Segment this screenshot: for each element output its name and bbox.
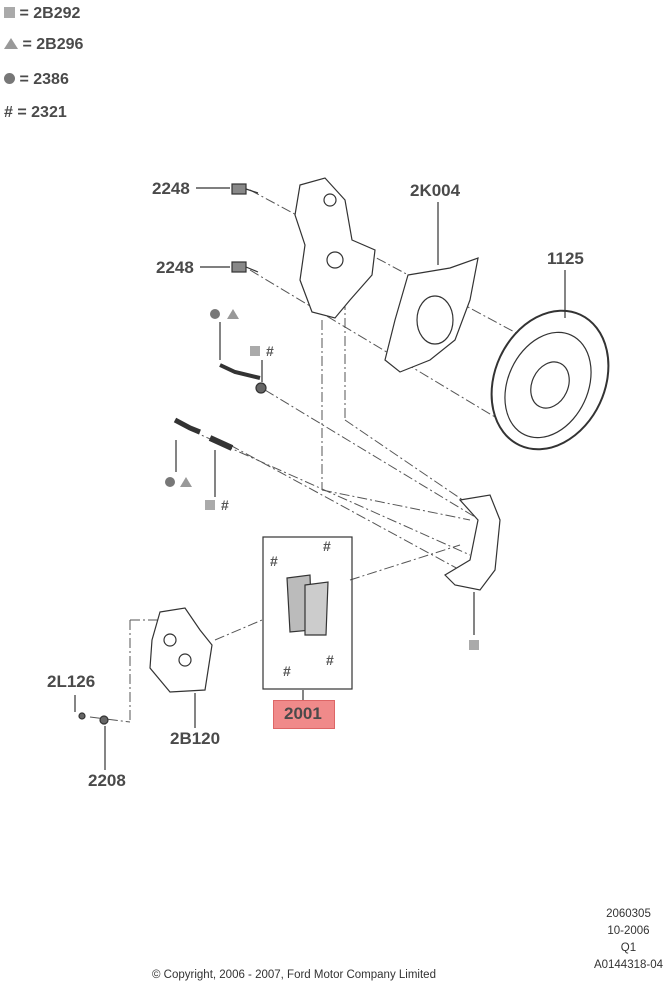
legend-circle: = 2386 xyxy=(4,71,69,89)
triangle-icon xyxy=(4,38,18,49)
legend-text: = 2321 xyxy=(17,104,67,121)
hash-icon: # xyxy=(4,104,13,121)
callout-2b120[interactable]: 2B120 xyxy=(170,729,221,748)
triangle-icon xyxy=(180,477,192,487)
callout-2k004[interactable]: 2K004 xyxy=(410,181,461,200)
hash-icon: # xyxy=(266,343,274,359)
hash-icon: # xyxy=(326,652,334,668)
square-icon xyxy=(205,500,215,510)
code-line: 2060305 xyxy=(606,908,651,920)
callout-1125[interactable]: 1125 xyxy=(547,249,584,268)
legend-triangle: = 2B296 xyxy=(4,36,83,54)
hash-icon: # xyxy=(323,538,331,554)
circle-icon xyxy=(210,309,220,319)
square-icon xyxy=(4,7,15,18)
highlight-2001[interactable] xyxy=(273,700,335,729)
brake-pad-kit-box xyxy=(262,536,353,690)
legend-square: = 2B292 xyxy=(4,5,80,23)
square-icon xyxy=(469,640,479,650)
circle-icon xyxy=(4,73,15,84)
code-line: Q1 xyxy=(620,942,637,954)
legend-text: = 2B296 xyxy=(22,36,84,53)
square-icon xyxy=(250,346,260,356)
callout-2208[interactable]: 2208 xyxy=(88,771,126,790)
circle-icon xyxy=(165,477,175,487)
triangle-icon xyxy=(227,309,239,319)
caliper-anchor xyxy=(444,494,501,591)
callout-2l126[interactable]: 2L126 xyxy=(47,672,96,691)
callout-2248-lower[interactable]: 2248 xyxy=(156,258,194,277)
brake-caliper xyxy=(149,607,213,693)
callout-2001[interactable]: 2001 xyxy=(284,704,322,723)
parts xyxy=(78,177,610,725)
legend-hash: # = 2321 xyxy=(4,104,67,122)
copyright: © Copyright, 2006 - 2007, Ford Motor Com… xyxy=(152,969,436,981)
leader-lines xyxy=(74,187,566,770)
hash-icon: # xyxy=(283,663,291,679)
drawing-codes: 2060305 10-2006 Q1 A0144318-04 xyxy=(594,906,663,974)
legend-text: = 2386 xyxy=(19,71,69,88)
hash-icon: # xyxy=(221,497,229,513)
callout-2248-upper[interactable]: 2248 xyxy=(152,179,190,198)
dash-lines xyxy=(89,189,521,723)
steering-knuckle xyxy=(294,177,376,319)
hash-icon: # xyxy=(270,553,278,569)
legend-text: = 2B292 xyxy=(19,5,81,22)
code-line: A0144318-04 xyxy=(593,959,663,971)
code-line: 10-2006 xyxy=(607,925,650,937)
